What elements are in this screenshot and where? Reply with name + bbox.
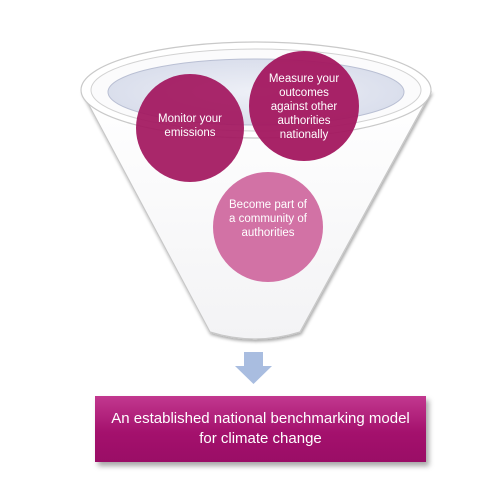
circle-monitor [136,74,244,182]
circle-community [213,172,323,282]
down-arrow-icon [235,352,272,384]
circle-label-measure: Measure your outcomes against other auth… [268,73,340,141]
circle-label-community: Become part of a community of authoritie… [229,199,307,239]
benchmarking-banner: An established national benchmarking mod… [95,396,426,462]
circle-label-monitor: Monitor your emissions [158,113,222,139]
circle-measure [249,51,359,161]
